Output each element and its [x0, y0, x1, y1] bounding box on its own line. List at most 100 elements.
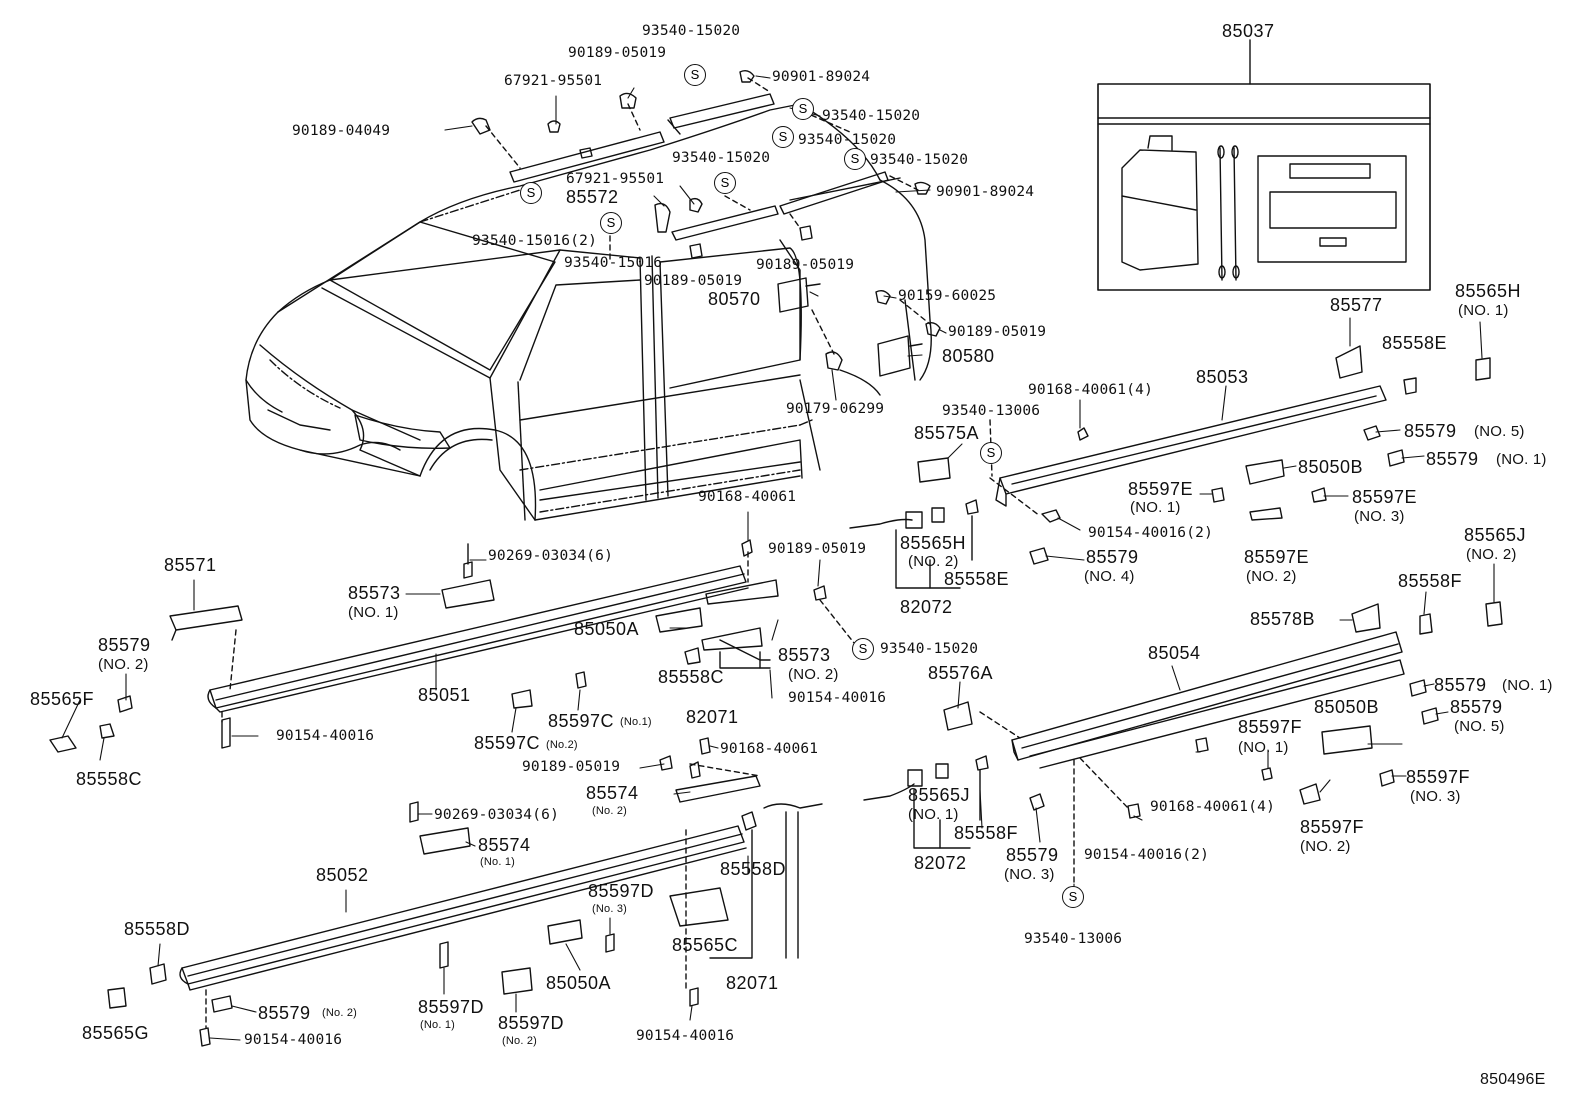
s-mark: S	[980, 442, 1002, 464]
label-93540-15020: 93540-15020	[870, 152, 969, 168]
label-85579: 85579	[1434, 675, 1487, 695]
garnish-85052	[107, 737, 823, 1047]
label-85053: 85053	[1196, 367, 1249, 387]
label-90901-89024: 90901-89024	[772, 69, 871, 85]
label-no3: (NO. 3)	[1410, 788, 1461, 805]
label-93540-15020: 93540-15020	[672, 150, 771, 166]
label-85597C: 85597C	[474, 733, 541, 753]
label-no1: (No. 1)	[420, 1019, 456, 1031]
label-82071: 82071	[686, 707, 739, 727]
label-90154-40016: 90154-40016	[244, 1032, 343, 1048]
label-85565C: 85565C	[672, 935, 739, 955]
label-67921-95501: 67921-95501	[504, 73, 603, 89]
label-93540-15020: 93540-15020	[642, 23, 741, 39]
label-90189-05019: 90189-05019	[948, 324, 1047, 340]
label-85558C: 85558C	[76, 769, 143, 789]
label-no1: (NO. 1)	[1130, 499, 1181, 516]
label-90901-89024: 90901-89024	[936, 184, 1035, 200]
label-no1: (NO. 1)	[348, 604, 399, 621]
label-85597D: 85597D	[498, 1013, 565, 1033]
label-85579: 85579	[1426, 449, 1479, 469]
label-85597F: 85597F	[1406, 767, 1471, 787]
label-85558F: 85558F	[1398, 571, 1463, 591]
label-85597E: 85597E	[1128, 479, 1194, 499]
label-93540-15020: 93540-15020	[822, 108, 921, 124]
label-93540-13006: 93540-13006	[942, 403, 1041, 419]
label-85558C: 85558C	[658, 667, 725, 687]
vehicle-outline	[245, 103, 932, 521]
label-no2: (No. 2)	[502, 1035, 538, 1047]
label-85558E: 85558E	[944, 569, 1010, 589]
label-67921-95501: 67921-95501	[566, 171, 665, 187]
s-mark: S	[1062, 886, 1084, 908]
label-no1: (No.1)	[620, 716, 652, 728]
s-mark: S	[600, 212, 622, 234]
label-90189-05019: 90189-05019	[644, 273, 743, 289]
label-no1: (NO. 1)	[1502, 677, 1553, 694]
label-85578B: 85578B	[1250, 609, 1316, 629]
label-no2: (NO. 2)	[1246, 568, 1297, 585]
label-85597D: 85597D	[418, 997, 485, 1017]
label-90154-40016-2: 90154-40016(2)	[1088, 525, 1214, 541]
label-no2: (No.2)	[546, 739, 578, 751]
label-85576A: 85576A	[928, 663, 994, 683]
label-90154-40016: 90154-40016	[788, 690, 887, 706]
label-85050A: 85050A	[574, 619, 640, 639]
label-no3: (No. 3)	[592, 903, 628, 915]
label-85574: 85574	[478, 835, 531, 855]
label-no1: (No. 1)	[480, 856, 516, 868]
label-90168-40061: 90168-40061	[720, 741, 819, 757]
label-85579: 85579	[1086, 547, 1139, 567]
label-85573: 85573	[348, 583, 401, 603]
label-85050B: 85050B	[1298, 457, 1364, 477]
label-85597C: 85597C	[548, 711, 615, 731]
diagram-reference-number: 850496E	[1480, 1071, 1546, 1088]
label-80580: 80580	[942, 346, 995, 366]
label-no1: (NO. 1)	[1238, 739, 1289, 756]
label-85565H: 85565H	[1455, 281, 1522, 301]
label-90189-05019: 90189-05019	[522, 759, 621, 775]
label-no3: (NO. 3)	[1354, 508, 1405, 525]
label-82072: 82072	[914, 853, 967, 873]
label-82071: 82071	[726, 973, 779, 993]
label-no3: (NO. 3)	[1004, 866, 1055, 883]
label-93540-15016: 93540-15016	[564, 255, 663, 271]
label-85597F: 85597F	[1300, 817, 1365, 837]
label-no5: (NO. 5)	[1474, 423, 1525, 440]
s-mark: S	[520, 182, 542, 204]
label-85052: 85052	[316, 865, 369, 885]
label-90189-04049: 90189-04049	[292, 123, 391, 139]
label-85579: 85579	[1404, 421, 1457, 441]
label-85577: 85577	[1330, 295, 1383, 315]
label-no1: (NO. 1)	[1458, 302, 1509, 319]
s-mark: S	[792, 98, 814, 120]
label-no5: (NO. 5)	[1454, 718, 1505, 735]
label-93540-15020: 93540-15020	[798, 132, 897, 148]
label-85565J: 85565J	[1464, 525, 1527, 545]
label-90168-40061: 90168-40061	[698, 489, 797, 505]
garnish-85051	[49, 539, 859, 753]
label-85572: 85572	[566, 187, 619, 207]
label-90189-05019: 90189-05019	[768, 541, 867, 557]
label-85050B: 85050B	[1314, 697, 1380, 717]
leader-lines	[61, 75, 1495, 1041]
label-85579: 85579	[1450, 697, 1503, 717]
label-90269-03034-6: 90269-03034(6)	[434, 807, 560, 823]
label-85558F: 85558F	[954, 823, 1019, 843]
label-85565F: 85565F	[30, 689, 95, 709]
label-no4: (NO. 4)	[1084, 568, 1135, 585]
label-90154-40016: 90154-40016	[636, 1028, 735, 1044]
label-90269-03034-6: 90269-03034(6)	[488, 548, 614, 564]
label-80570: 80570	[708, 289, 761, 309]
s-mark: S	[852, 638, 874, 660]
label-90154-40016-2: 90154-40016(2)	[1084, 847, 1210, 863]
label-82072: 82072	[900, 597, 953, 617]
label-85597F: 85597F	[1238, 717, 1303, 737]
label-85050A: 85050A	[546, 973, 612, 993]
label-90189-05019: 90189-05019	[756, 257, 855, 273]
garnish-85054	[863, 601, 1503, 885]
label-85565J: 85565J	[908, 785, 971, 805]
roof-rail-group	[471, 69, 931, 261]
label-85579: 85579	[98, 635, 151, 655]
